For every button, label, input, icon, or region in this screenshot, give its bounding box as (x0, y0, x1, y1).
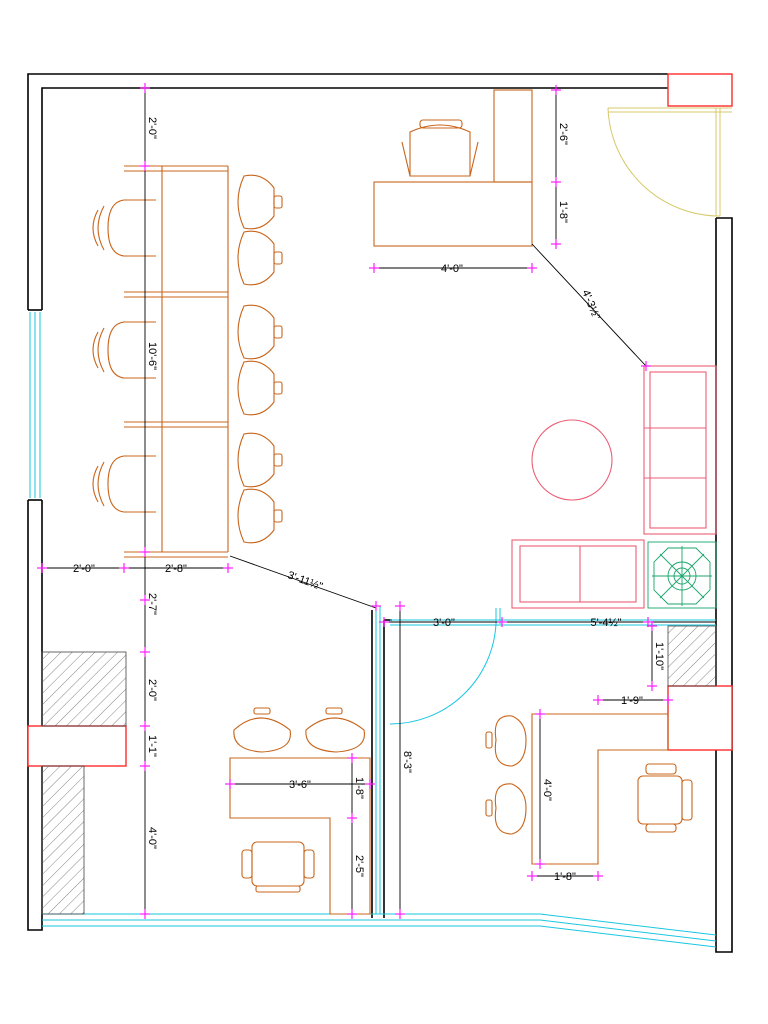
dimension-marker (395, 909, 405, 919)
dim-label-8-3: 8'-3" (401, 751, 413, 773)
dimension-markers (37, 83, 673, 919)
workstation-chair-right (237, 488, 283, 544)
dim-label-2-5: 2'-5" (353, 855, 365, 877)
entry-door-top-right (607, 107, 732, 217)
dimension-marker (395, 601, 405, 611)
sofa-two-seater (511, 539, 645, 609)
dim-label-2-8: 2'-8" (165, 563, 187, 575)
dimension-marker (379, 617, 389, 627)
dim-label-4-0-desk: 4'-0" (441, 263, 463, 275)
left-window (29, 312, 41, 498)
dim-label-2-0-mid: 2'-0" (146, 679, 158, 701)
dimension-marker (140, 83, 150, 93)
workstation-chair-right (237, 230, 283, 286)
dimension-marker (140, 647, 150, 657)
dimension-marker (551, 177, 561, 187)
workstation-chair-right (237, 304, 283, 360)
dimension-marker (140, 909, 150, 919)
dimension-marker (119, 563, 129, 573)
dim-label-3-11: 3'-11½" (286, 569, 324, 593)
hatched-wall-left-lower (41, 765, 85, 915)
workstation-chair-right (237, 174, 283, 230)
workstation-chair-left (92, 321, 156, 379)
column-left (27, 725, 127, 767)
dim-label-3-0: 3'-0" (433, 617, 455, 629)
cabin-door (389, 608, 501, 725)
hatched-wall-left-upper (41, 651, 127, 727)
dimension-marker (647, 621, 657, 631)
dimension-marker (551, 239, 561, 249)
dimension-marker (535, 859, 545, 869)
workstation-chairs-right (237, 174, 283, 544)
dimension-marker (140, 721, 150, 731)
bottom-glass-partition (42, 606, 717, 948)
dimension-marker (140, 547, 150, 557)
workstation-chair-left (92, 199, 156, 257)
dimension-marker (593, 871, 603, 881)
dimension-marker (643, 617, 653, 627)
dim-label-2-6-top: 2'-6" (557, 123, 569, 145)
dimension-marker (593, 695, 603, 705)
dimension-marker (140, 761, 150, 771)
column-mid-right (667, 685, 733, 751)
dim-label-1-9: 1'-9" (621, 695, 643, 707)
workstation-chair-right (237, 360, 283, 416)
cabin-right-visitor-chairs (485, 715, 527, 835)
cabin-right-office-chair (637, 763, 693, 833)
cabin-left-office-chair (241, 841, 315, 893)
dimension-marker (37, 563, 47, 573)
corner-plant (647, 541, 717, 609)
cabin-right-desk (531, 713, 669, 865)
dimension-marker (365, 779, 375, 789)
dimension-marker (535, 709, 545, 719)
cabin-left-visitor-chairs (233, 707, 365, 753)
dimension-marker (497, 617, 507, 627)
dim-label-1-1: 1'-1" (146, 735, 158, 757)
dimension-marker (551, 85, 561, 95)
workstation-desks (124, 165, 229, 558)
dimension-marker (369, 263, 379, 273)
manager-chair (401, 119, 479, 177)
dimension-marker (223, 563, 233, 573)
dim-label-1-8-right: 1'-8" (557, 201, 569, 223)
dim-label-2-0-bottom: 2'-0" (73, 563, 95, 575)
dimension-marker (647, 681, 657, 691)
dim-label-3-6: 3'-6" (289, 779, 311, 791)
dimension-marker (140, 595, 150, 605)
column-top-right (667, 73, 733, 107)
dimension-marker (527, 263, 537, 273)
round-coffee-table (531, 419, 613, 501)
dimension-marker (641, 361, 651, 371)
dim-label-4-0-right: 4'-0" (541, 779, 553, 801)
sofa-three-seater (643, 365, 717, 535)
manager-desk (373, 89, 533, 247)
dimension-marker (225, 779, 235, 789)
dimension-lines (42, 88, 716, 914)
dimension-marker (347, 753, 357, 763)
dim-label-4-3: 4'-3½" (579, 288, 602, 321)
dimension-marker (371, 601, 381, 611)
workstation-chairs-left (92, 199, 156, 513)
dim-label-4-0-left: 4'-0" (146, 827, 158, 849)
dim-label-2-0-top: 2'-0" (146, 117, 158, 139)
workstation-chair-right (237, 432, 283, 488)
dim-label-5-4: 5'-4½" (590, 617, 621, 629)
dim-label-1-8-small: 1'-8" (353, 777, 365, 799)
dim-label-10-6: 10'-6" (146, 342, 158, 370)
dim-label-1-10: 1'-10" (653, 642, 665, 670)
dimension-marker (347, 813, 357, 823)
dim-label-2-7: 2'-7" (146, 593, 158, 615)
cabin-left-desk (229, 757, 371, 915)
dim-label-1-8-bottom: 1'-8" (554, 871, 576, 883)
dimension-marker (140, 161, 150, 171)
dimension-marker (527, 871, 537, 881)
dimension-marker (347, 909, 357, 919)
dimension-marker (663, 695, 673, 705)
workstation-chair-left (92, 455, 156, 513)
hatched-wall-right (667, 625, 717, 687)
